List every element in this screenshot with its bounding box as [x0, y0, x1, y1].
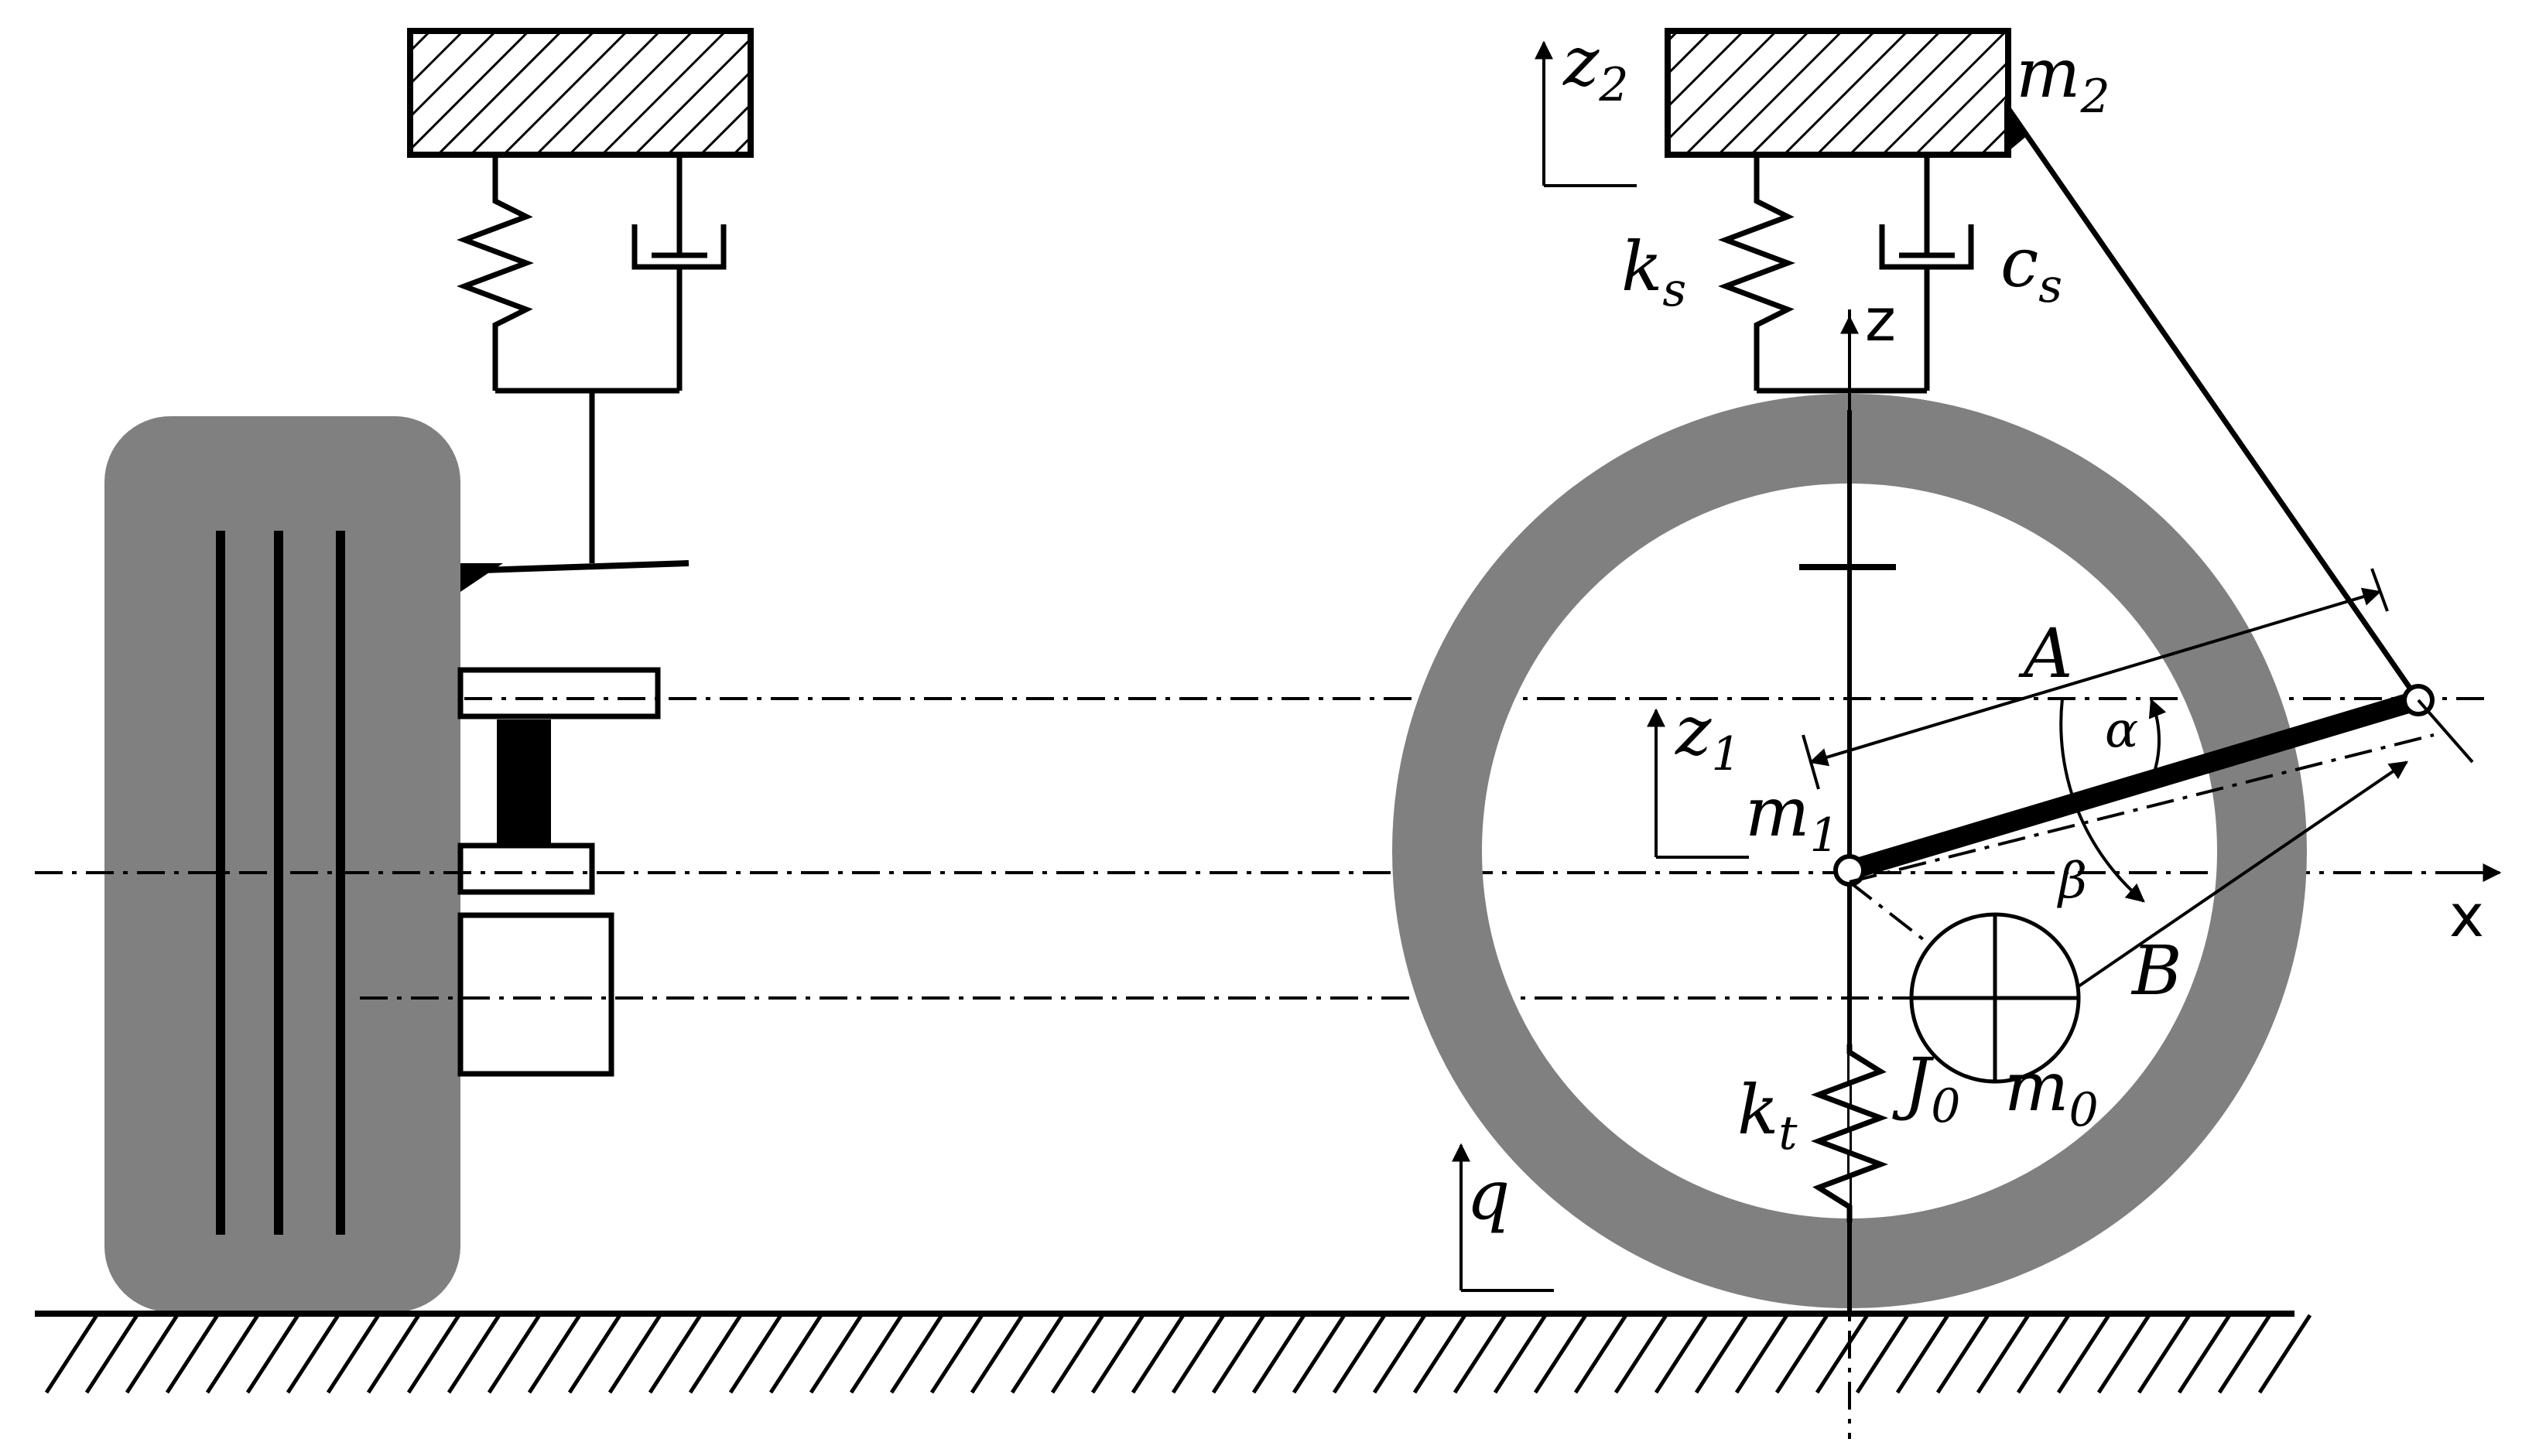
ground-hatch-line: [527, 1314, 582, 1394]
ground-hatch-line: [607, 1314, 662, 1394]
hub-post-front: [497, 719, 551, 843]
ground-hatch-line: [2016, 1314, 2071, 1394]
ground-hatch-line: [1855, 1314, 1910, 1394]
ground-hatch-line: [1734, 1314, 1789, 1394]
ground-hatch-line: [1171, 1314, 1226, 1394]
ground-hatch-line: [849, 1314, 904, 1394]
label-beta: β: [2057, 853, 2087, 910]
ground-hatch-line: [1332, 1314, 1387, 1394]
label-q: q: [1466, 1155, 1510, 1235]
ground-hatch-line: [84, 1314, 139, 1394]
label-m1: m1: [1745, 772, 1839, 863]
ground-hatch-line: [2217, 1314, 2272, 1394]
ground-hatch-line: [1050, 1314, 1105, 1394]
ground-hatch-line: [1654, 1314, 1709, 1394]
ground-hatch-line: [326, 1314, 381, 1394]
ground-hatch-line: [1292, 1314, 1347, 1394]
label-m2: m2: [2016, 33, 2110, 124]
z1-frame: [1647, 708, 1749, 859]
ground-hatch-line: [1774, 1314, 1829, 1394]
ground-hatch-line: [648, 1314, 703, 1394]
dimension-B: [2026, 760, 2408, 1023]
ground-hatch-line: [2056, 1314, 2111, 1394]
ground-hatch-line: [889, 1314, 944, 1394]
spring-front: [457, 155, 534, 391]
beta-arc: [2059, 698, 2145, 903]
ground-hatch-line: [205, 1314, 260, 1394]
sprung-mass-block-front: [407, 28, 754, 158]
ground: [35, 1311, 2312, 1394]
ground-hatch-line: [2137, 1314, 2192, 1394]
labels: m2 z2 ks cs z x A α β B z1 m1 J0 m0 kt q: [1466, 22, 2484, 1235]
label-z-axis: z: [1865, 285, 1896, 354]
ground-hatch-line: [768, 1314, 823, 1394]
ground-hatch-line: [1493, 1314, 1548, 1394]
ground-hatch-line: [245, 1314, 300, 1394]
dimension-A: [1809, 587, 2382, 767]
ground-hatch-line: [165, 1314, 220, 1394]
ground-hatch-line: [1131, 1314, 1186, 1394]
ground-hatch-line: [1533, 1314, 1588, 1394]
ground-hatch-line: [44, 1314, 99, 1394]
ground-hatch-line: [688, 1314, 743, 1394]
ground-hatch-line: [929, 1314, 984, 1394]
ground-hatch-line: [406, 1314, 461, 1394]
ground-hatch-line: [1412, 1314, 1467, 1394]
ground-hatch-line: [1815, 1314, 1870, 1394]
ground-hatch-line: [366, 1314, 421, 1394]
ground-hatch-line: [970, 1314, 1025, 1394]
sprung-mass-block: [1665, 28, 2011, 158]
label-m0: m0: [2004, 1047, 2099, 1137]
alpha-arc: [2146, 698, 2167, 790]
label-z2: z2: [1562, 22, 1629, 112]
ground-hatch-line: [728, 1314, 783, 1394]
label-z1: z1: [1675, 691, 1741, 781]
damper-cs: [1879, 155, 1974, 391]
damper-front: [631, 155, 727, 391]
ground-hatch-line: [1613, 1314, 1668, 1394]
ground-hatch-line: [1211, 1314, 1266, 1394]
ground-hatch-line: [1453, 1314, 1507, 1394]
ground-hatch-line: [1976, 1314, 2031, 1394]
ground-hatch-line: [2177, 1314, 2232, 1394]
ground-hatch-line: [567, 1314, 622, 1394]
label-cs: cs: [2000, 223, 2062, 313]
unbalanced-mass: [1909, 912, 2081, 1084]
ground-hatch-line: [286, 1314, 340, 1394]
label-kt: kt: [1737, 1070, 1798, 1160]
spring-ks: [1718, 155, 1795, 391]
ground-hatch-line: [1251, 1314, 1306, 1394]
label-x-axis: x: [2449, 881, 2484, 950]
ground-hatch-line: [1895, 1314, 1950, 1394]
label-alpha: α: [2105, 702, 2138, 759]
label-ks: ks: [1621, 227, 1686, 317]
spring-kt: [1811, 1044, 1888, 1222]
ground-hatch-line: [1010, 1314, 1065, 1394]
front-view: [35, 28, 2484, 1312]
label-A: A: [2018, 614, 2073, 693]
ground-hatch-line: [1090, 1314, 1145, 1394]
ground-hatch-line: [487, 1314, 542, 1394]
ground-hatch-line: [2257, 1314, 2312, 1394]
ground-hatch-line: [1372, 1314, 1427, 1394]
ground-hatch-line: [1935, 1314, 1990, 1394]
ground-hatch-line: [1694, 1314, 1749, 1394]
ground-hatch-line: [809, 1314, 864, 1394]
q-frame: [1452, 1143, 1554, 1292]
ground-hatch-line: [1573, 1314, 1628, 1394]
inner-joint: [1833, 854, 1866, 887]
ground-hatch-line: [2096, 1314, 2151, 1394]
z2-frame: [1535, 40, 1637, 187]
ground-hatch-line: [447, 1314, 501, 1394]
tire-treads: [216, 531, 345, 1235]
label-B: B: [2130, 931, 2182, 1010]
side-view: [1392, 28, 2502, 1439]
ground-hatch-line: [125, 1314, 180, 1394]
